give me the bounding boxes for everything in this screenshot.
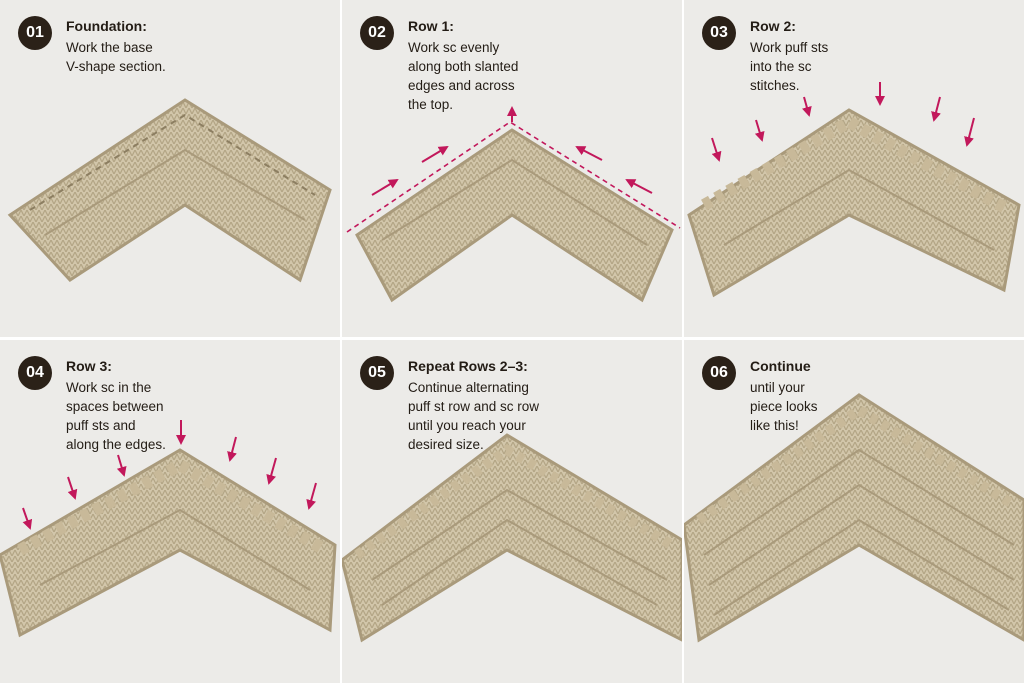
step-description: Work puff sts into the sc stitches. — [750, 40, 829, 93]
step-panel-05: 05 Repeat Rows 2–3: Continue alternating… — [342, 340, 682, 683]
step-title: Row 2: — [750, 18, 796, 34]
crochet-swatch-image — [687, 82, 1021, 298]
step-number-badge: 06 — [702, 356, 736, 390]
step-number-badge: 05 — [360, 356, 394, 390]
step-description: Work the base V-shape section. — [66, 40, 166, 74]
step-title: Continue — [750, 358, 811, 374]
step-panel-04: 04 Row 3: Work sc in the spaces between … — [0, 340, 340, 683]
step-description: Work sc evenly along both slanted edges … — [408, 40, 519, 112]
step-description: Work sc in the spaces between puff sts a… — [66, 380, 166, 452]
step-number-badge: 01 — [18, 16, 52, 50]
step-number-badge: 02 — [360, 16, 394, 50]
crochet-swatch-image — [684, 393, 1024, 643]
step-panel-01: 01 Foundation: Work the base V-shape sec… — [0, 0, 340, 337]
step-number-badge: 04 — [18, 356, 52, 390]
step-title: Foundation: — [66, 18, 147, 34]
step-description: until your piece looks like this! — [750, 380, 818, 433]
crochet-swatch-image — [0, 420, 337, 638]
step-title: Row 1: — [408, 18, 454, 34]
step-title: Row 3: — [66, 358, 112, 374]
crochet-swatch-image — [7, 98, 332, 283]
step-panel-02: 02 Row 1: Work sc evenly along both slan… — [342, 0, 682, 337]
step-panel-03: 03 Row 2: Work puff sts into the sc stit… — [684, 0, 1024, 337]
step-number-badge: 03 — [702, 16, 736, 50]
step-description: Continue alternating puff st row and sc … — [408, 380, 540, 452]
step-panel-06: 06 Continue until your piece looks like … — [684, 340, 1024, 683]
step-title: Repeat Rows 2–3: — [408, 358, 528, 374]
